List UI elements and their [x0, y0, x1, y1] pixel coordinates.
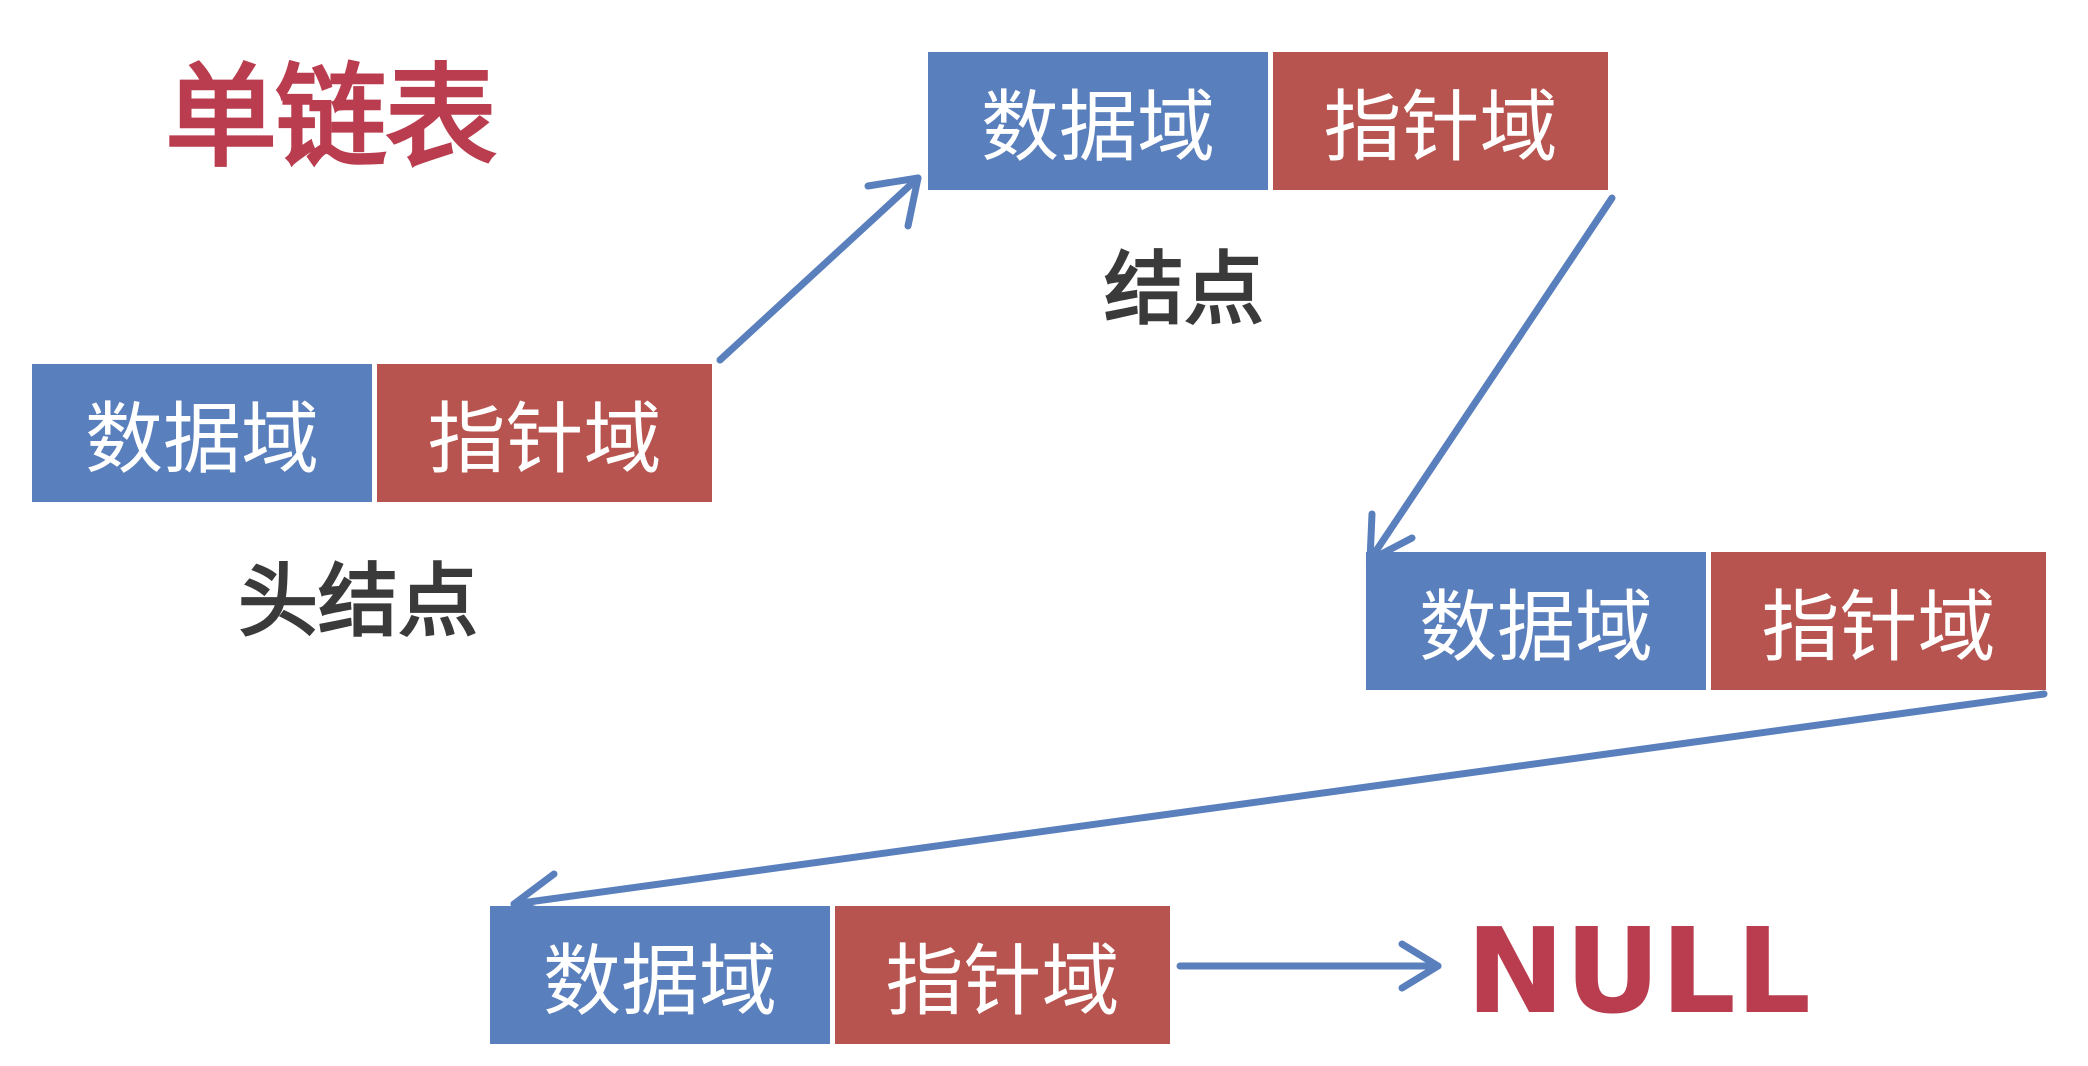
pointer-field: 指针域 [1706, 552, 2046, 690]
arrow-node2-to-node3 [1366, 194, 1616, 564]
data-field: 数据域 [32, 364, 372, 502]
arrowhead-icon [510, 870, 566, 920]
node-label: 结点 [1104, 243, 1264, 336]
diagram-title: 单链表 [165, 53, 497, 183]
null-terminator: NULL [1466, 902, 1811, 1040]
data-field: 数据域 [1366, 552, 1706, 690]
arrowhead-icon [1366, 510, 1416, 564]
arrowhead-icon [864, 174, 922, 230]
arrow-head-to-node2 [716, 174, 922, 364]
data-field: 数据域 [928, 52, 1268, 190]
pointer-field: 指针域 [830, 906, 1170, 1044]
linked-list-node-4: 数据域 指针域 [490, 906, 1170, 1044]
pointer-field: 指针域 [372, 364, 712, 502]
data-field: 数据域 [490, 906, 830, 1044]
pointer-field: 指针域 [1268, 52, 1608, 190]
arrowhead-icon [1398, 940, 1442, 992]
head-node-label: 头结点 [238, 555, 478, 648]
linked-list-node-3: 数据域 指针域 [1366, 552, 2046, 690]
linked-list-node-2: 数据域 指针域 [928, 52, 1608, 190]
arrow-node3-to-node4 [510, 690, 2048, 908]
linked-list-head-node: 数据域 指针域 [32, 364, 712, 502]
